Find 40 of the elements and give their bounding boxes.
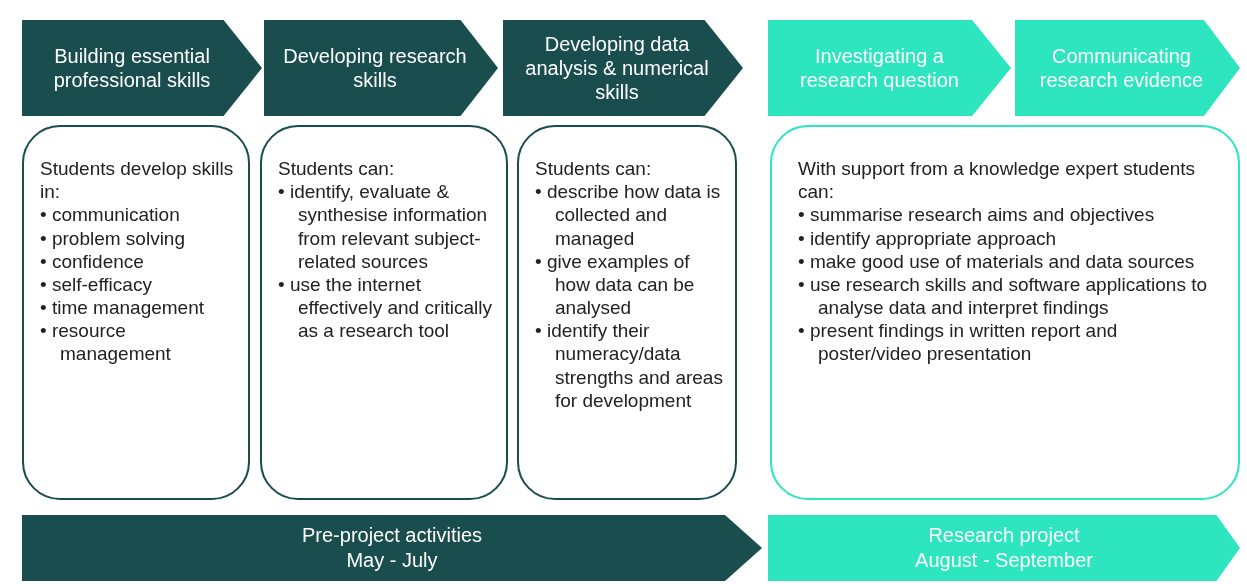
bullet-item: • self-efficacy	[40, 272, 153, 297]
stage-header	[768, 20, 1011, 116]
phase-label: May - July	[346, 548, 438, 573]
phase-label: August - September	[915, 548, 1093, 573]
bullet-item: • identify, evaluate & synthesise information from relevant subject-related sources	[278, 180, 489, 273]
bullet-item: • use the internet effectively and critically as a research tool	[278, 272, 493, 343]
stage-header	[503, 20, 743, 116]
stage-title: Communicating research evidence	[1038, 44, 1205, 92]
rounded-card	[770, 125, 1240, 500]
phase-banner	[22, 515, 762, 581]
intro-text: Students develop skills in:	[40, 157, 235, 204]
stage-title: Investigating a research question	[799, 44, 960, 92]
stage-title: Developing data analysis & numerical skills	[524, 32, 710, 104]
phase-banner	[768, 515, 1240, 581]
intro-text: Students can:	[535, 157, 653, 181]
bullet-item: • present findings in written report and poster/video presentation	[798, 319, 1119, 366]
intro-text: Students can:	[278, 157, 396, 181]
phase-label: Research project	[928, 523, 1080, 548]
bullet-item: • communication	[40, 203, 181, 227]
stage-header	[22, 20, 262, 116]
bullet-item: • resource management	[40, 319, 172, 366]
stage-title: Building essential professional skills	[52, 44, 212, 92]
bullet-item: • identify appropriate approach	[798, 226, 1058, 250]
bullet-item: • give examples of how data can be analysed	[535, 249, 696, 320]
stage-header	[264, 20, 498, 116]
rounded-card	[517, 125, 737, 500]
intro-text: With support from a knowledge expert students can:	[798, 157, 1197, 204]
bullet-item: • summarise research aims and objectives	[798, 203, 1156, 227]
phase-label: Pre-project activities	[301, 523, 483, 548]
stage-header	[1015, 20, 1240, 116]
bullet-item: • identify their numeracy/data strengths and areas for development	[535, 319, 724, 412]
bullet-item: • use research skills and software applications to analyse data and interpret findings	[798, 272, 1209, 320]
bullet-item: • confidence	[40, 249, 145, 273]
bullet-item: • describe how data is collected and managed	[535, 180, 722, 250]
bullet-item: • make good use of materials and data sources	[798, 249, 1196, 273]
rounded-card	[22, 125, 250, 500]
bullet-item: • time management	[40, 296, 205, 320]
rounded-card	[260, 125, 508, 500]
bullet-item: • problem solving	[40, 226, 186, 250]
stage-title: Developing research skills	[282, 44, 468, 92]
